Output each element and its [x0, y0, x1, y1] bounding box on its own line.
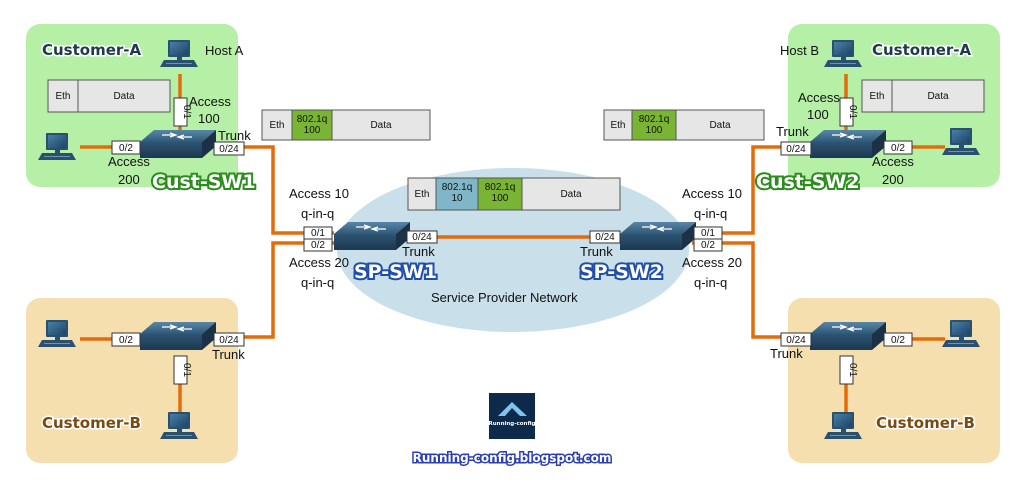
port-box: 0/2 [111, 140, 141, 155]
svg-text:0/2: 0/2 [701, 240, 715, 251]
port-box: 0/2 [883, 332, 913, 347]
cust-sw1-label: Cust-SW1 [152, 171, 256, 193]
customer-b-left-title: Customer-B [42, 414, 141, 432]
port-box: 0/2 [693, 238, 723, 252]
trunk-custsw2-label: Trunk [776, 124, 809, 139]
port-box: 0/24 [213, 332, 245, 347]
svg-text:0/1: 0/1 [847, 105, 858, 119]
port-box: 0/2 [883, 140, 913, 155]
host-b-frame: Eth Data [861, 79, 985, 113]
port-box: 0/24 [406, 230, 438, 244]
provider-network-label: Service Provider Network [431, 290, 578, 305]
blog-link[interactable]: Running-config.blogspot.com [411, 450, 613, 467]
svg-text:0/24: 0/24 [412, 232, 432, 243]
logo-icon: Running-config [489, 393, 536, 439]
cust-sw1-switch-icon [139, 129, 217, 159]
trunk-custsw1-label: Trunk [218, 128, 251, 143]
frame-data: Data [560, 189, 582, 200]
frame-data: Data [927, 91, 949, 102]
svg-text:0/24: 0/24 [219, 335, 239, 346]
svg-text:0/24: 0/24 [786, 335, 806, 346]
svg-text:0/2: 0/2 [891, 335, 905, 346]
port-box: 0/2 [303, 238, 333, 252]
svg-text:0/1: 0/1 [181, 363, 192, 377]
trunk-spsw2-label: Trunk [580, 244, 613, 259]
svg-text:0/24: 0/24 [786, 144, 806, 155]
frame-eth: Eth [610, 120, 625, 131]
frame-data: Data [709, 120, 731, 131]
host-a-frame: Eth Data [47, 79, 171, 113]
svg-text:0/2: 0/2 [891, 143, 905, 154]
port-box: 0/24 [780, 332, 812, 347]
frame-data: Data [370, 120, 392, 131]
host-a-label: Host A [205, 43, 244, 58]
svg-text:0/24: 0/24 [595, 232, 615, 243]
port-box: 0/1 [693, 226, 723, 240]
logo-text: Running-config [489, 421, 536, 427]
sp-sw1-label: SP-SW1 [354, 261, 437, 283]
trunk-custb-right-label: Trunk [770, 346, 803, 361]
port-box: 0/1 [839, 355, 858, 385]
customer-a-left-title: Customer-A [42, 41, 142, 59]
port-labels: 0/2 0/1 0/24 0/24 0/1 0/2 0/1 0/2 0/24 0… [111, 97, 913, 385]
cust-b-right-switch-icon [809, 321, 887, 351]
customer-b-right-title: Customer-B [876, 414, 975, 432]
port-box: 0/1 [173, 97, 192, 127]
cust-b-left-switch-icon [139, 321, 217, 351]
svg-text:0/24: 0/24 [219, 144, 239, 155]
svg-text:0/1: 0/1 [181, 105, 192, 119]
svg-text:0/2: 0/2 [311, 240, 325, 251]
port-box: 0/1 [173, 355, 192, 385]
host-b-label: Host B [780, 43, 819, 58]
port-box: 0/24 [213, 141, 245, 156]
frame-data: Data [113, 91, 135, 102]
svg-text:0/1: 0/1 [701, 228, 715, 239]
customer-a-right-title: Customer-A [872, 41, 972, 59]
frame-eth: Eth [269, 120, 284, 131]
cust-sw2-label: Cust-SW2 [756, 171, 860, 193]
svg-text:0/2: 0/2 [119, 335, 133, 346]
port-box: 0/24 [780, 141, 812, 156]
sp-sw2-label: SP-SW2 [580, 261, 663, 283]
port-box: 0/24 [589, 230, 621, 244]
trunk-spsw1-label: Trunk [402, 244, 435, 259]
frame-eth: Eth [414, 189, 429, 200]
port-box: 0/1 [303, 226, 333, 240]
sp-sw1-switch-icon [333, 221, 411, 251]
sp-sw2-switch-icon [619, 221, 697, 251]
svg-text:0/1: 0/1 [847, 363, 858, 377]
frame-eth: Eth [55, 91, 70, 102]
frame-eth: Eth [869, 91, 884, 102]
port-box: 0/2 [111, 332, 141, 347]
port-box: 0/1 [839, 97, 858, 127]
svg-text:0/2: 0/2 [119, 143, 133, 154]
trunk-custb-left-label: Trunk [212, 347, 245, 362]
svg-text:0/1: 0/1 [311, 228, 325, 239]
